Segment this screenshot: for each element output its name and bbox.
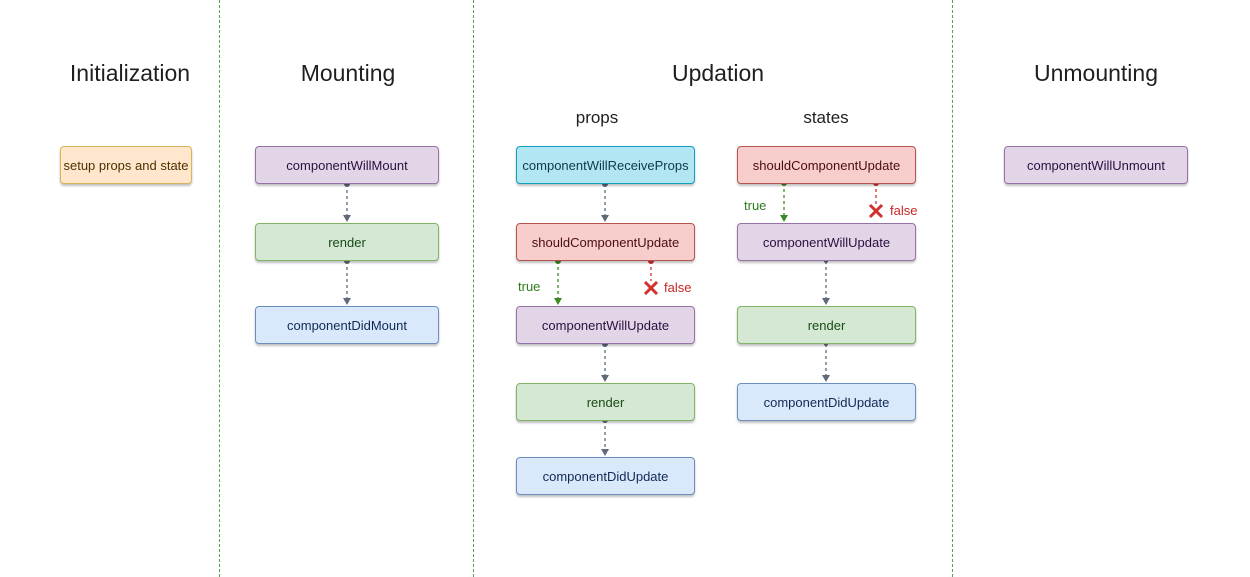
section-title-mounting: Mounting bbox=[300, 60, 396, 86]
node-component-will-mount: componentWillMount bbox=[255, 146, 439, 184]
edge-props-receive-to-should bbox=[601, 181, 609, 222]
node-props-component-did-update: componentDidUpdate bbox=[516, 457, 695, 495]
node-props-render: render bbox=[516, 383, 695, 421]
edge-mount-render-to-did bbox=[343, 258, 351, 305]
edge-label-props-true: true bbox=[518, 279, 541, 294]
node-props-component-will-update: componentWillUpdate bbox=[516, 306, 695, 344]
edge-states-should-true bbox=[780, 180, 788, 222]
edge-props-should-false bbox=[643, 258, 659, 296]
divider-updation-unmount bbox=[952, 0, 953, 577]
divider-init-mount bbox=[219, 0, 220, 577]
edge-states-render-to-did bbox=[822, 342, 830, 382]
edge-label-states-false: false bbox=[890, 203, 918, 218]
node-states-component-will-update: componentWillUpdate bbox=[737, 223, 916, 261]
edge-label-props-false: false bbox=[664, 280, 692, 295]
node-states-should-component-update: shouldComponentUpdate bbox=[737, 146, 916, 184]
edge-mount-will-to-render bbox=[343, 181, 351, 222]
subsection-title-states: states bbox=[803, 108, 849, 127]
subsection-title-props: props bbox=[575, 108, 619, 127]
section-title-unmounting: Unmounting bbox=[1033, 60, 1159, 86]
node-states-render: render bbox=[737, 306, 916, 344]
edge-states-will-to-render bbox=[822, 259, 830, 305]
edge-props-should-true bbox=[554, 258, 562, 305]
edge-label-states-true: true bbox=[744, 198, 767, 213]
section-title-initialization: Initialization bbox=[69, 60, 191, 86]
node-setup-props-and-state: setup props and state bbox=[60, 146, 192, 184]
divider-mount-updation bbox=[473, 0, 474, 577]
node-mount-render: render bbox=[255, 223, 439, 261]
node-component-did-mount: componentDidMount bbox=[255, 306, 439, 344]
edge-props-render-to-did bbox=[601, 417, 609, 456]
node-component-will-receive-props: componentWillReceiveProps bbox=[516, 146, 695, 184]
edge-states-should-false bbox=[868, 180, 884, 219]
edge-props-will-to-render bbox=[601, 341, 609, 382]
node-states-component-did-update: componentDidUpdate bbox=[737, 383, 916, 421]
section-title-updation: Updation bbox=[671, 60, 765, 86]
node-props-should-component-update: shouldComponentUpdate bbox=[516, 223, 695, 261]
node-component-will-unmount: componentWillUnmount bbox=[1004, 146, 1188, 184]
